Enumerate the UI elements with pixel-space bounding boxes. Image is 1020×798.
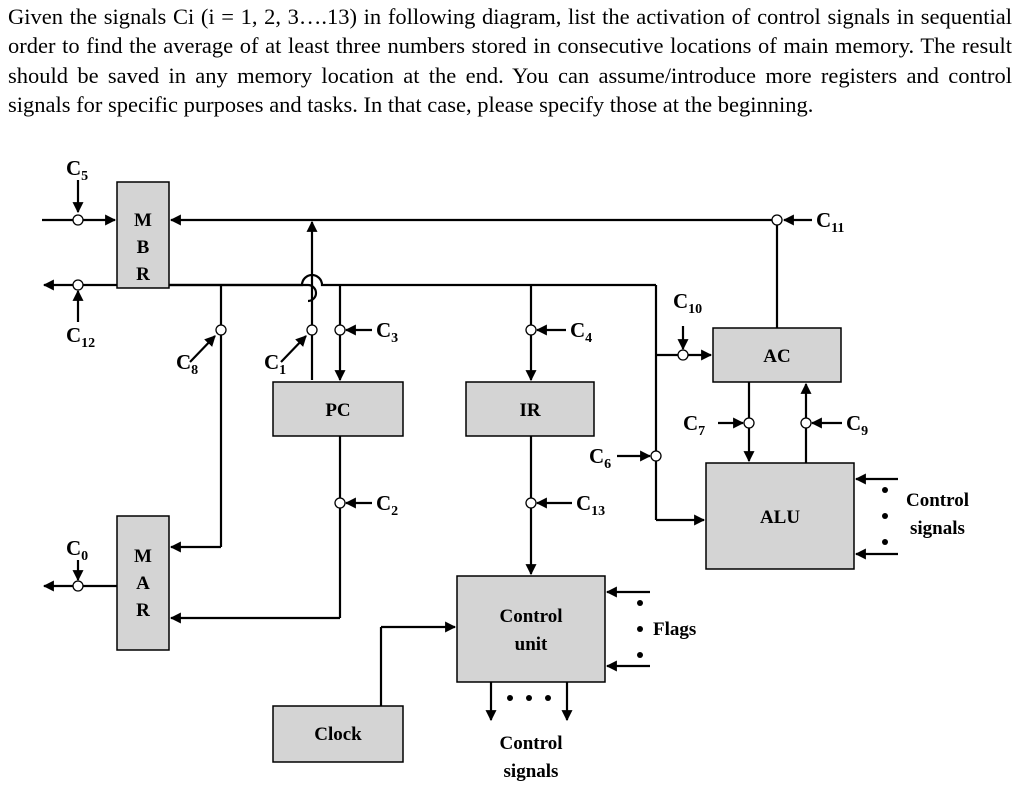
mbr-letter-1: M — [134, 210, 152, 231]
control-unit-block — [456, 575, 606, 683]
mar-letter-3: R — [136, 600, 150, 621]
mbr-register — [116, 181, 170, 289]
alu-label: ALU — [760, 507, 800, 528]
signal-c0: C0 — [66, 536, 88, 564]
signal-c6: C6 — [589, 444, 611, 472]
flags-label: Flags — [653, 619, 696, 640]
ir-label: IR — [519, 400, 540, 421]
ir-register — [465, 381, 595, 437]
cu-control-signals-line1: Control — [500, 733, 563, 754]
clock-block — [272, 705, 404, 763]
control-unit-label-line2: unit — [515, 634, 548, 655]
ellipsis-dots — [507, 487, 888, 701]
mar-register — [116, 515, 170, 651]
signal-gates — [72, 214, 812, 592]
signal-c4: C4 — [570, 318, 592, 346]
control-unit-label-line1: Control — [500, 606, 563, 627]
signal-c9: C9 — [846, 411, 868, 439]
pc-label: PC — [325, 400, 350, 421]
signal-c10: C10 — [673, 289, 702, 317]
question-text-block: Given the signals Ci (i = 1, 2, 3….13) i… — [8, 2, 1012, 119]
signal-c12: C12 — [66, 323, 95, 351]
mbr-letter-3: R — [136, 264, 150, 285]
cu-control-signals-line2: signals — [504, 761, 559, 782]
signal-c11: C11 — [816, 208, 844, 236]
signal-c5: C5 — [66, 156, 88, 184]
clock-label: Clock — [314, 724, 362, 745]
alu-block — [705, 462, 855, 570]
signal-c7: C7 — [683, 411, 705, 439]
question-text: Given the signals Ci (i = 1, 2, 3….13) i… — [8, 4, 1012, 117]
signal-c8: C8 — [176, 350, 198, 378]
ac-register — [712, 327, 842, 383]
mar-letter-1: M — [134, 546, 152, 567]
alu-control-signals-line1: Control — [906, 490, 969, 511]
pc-register — [272, 381, 404, 437]
signal-arrows — [72, 180, 842, 582]
ac-label: AC — [763, 346, 790, 367]
alu-control-signals-line2: signals — [910, 518, 965, 539]
signal-c3: C3 — [376, 318, 398, 346]
signal-c13: C13 — [576, 491, 605, 519]
mar-letter-2: A — [136, 573, 150, 594]
mbr-letter-2: B — [137, 237, 150, 258]
signal-c2: C2 — [376, 491, 398, 519]
signal-c1: C1 — [264, 350, 286, 378]
